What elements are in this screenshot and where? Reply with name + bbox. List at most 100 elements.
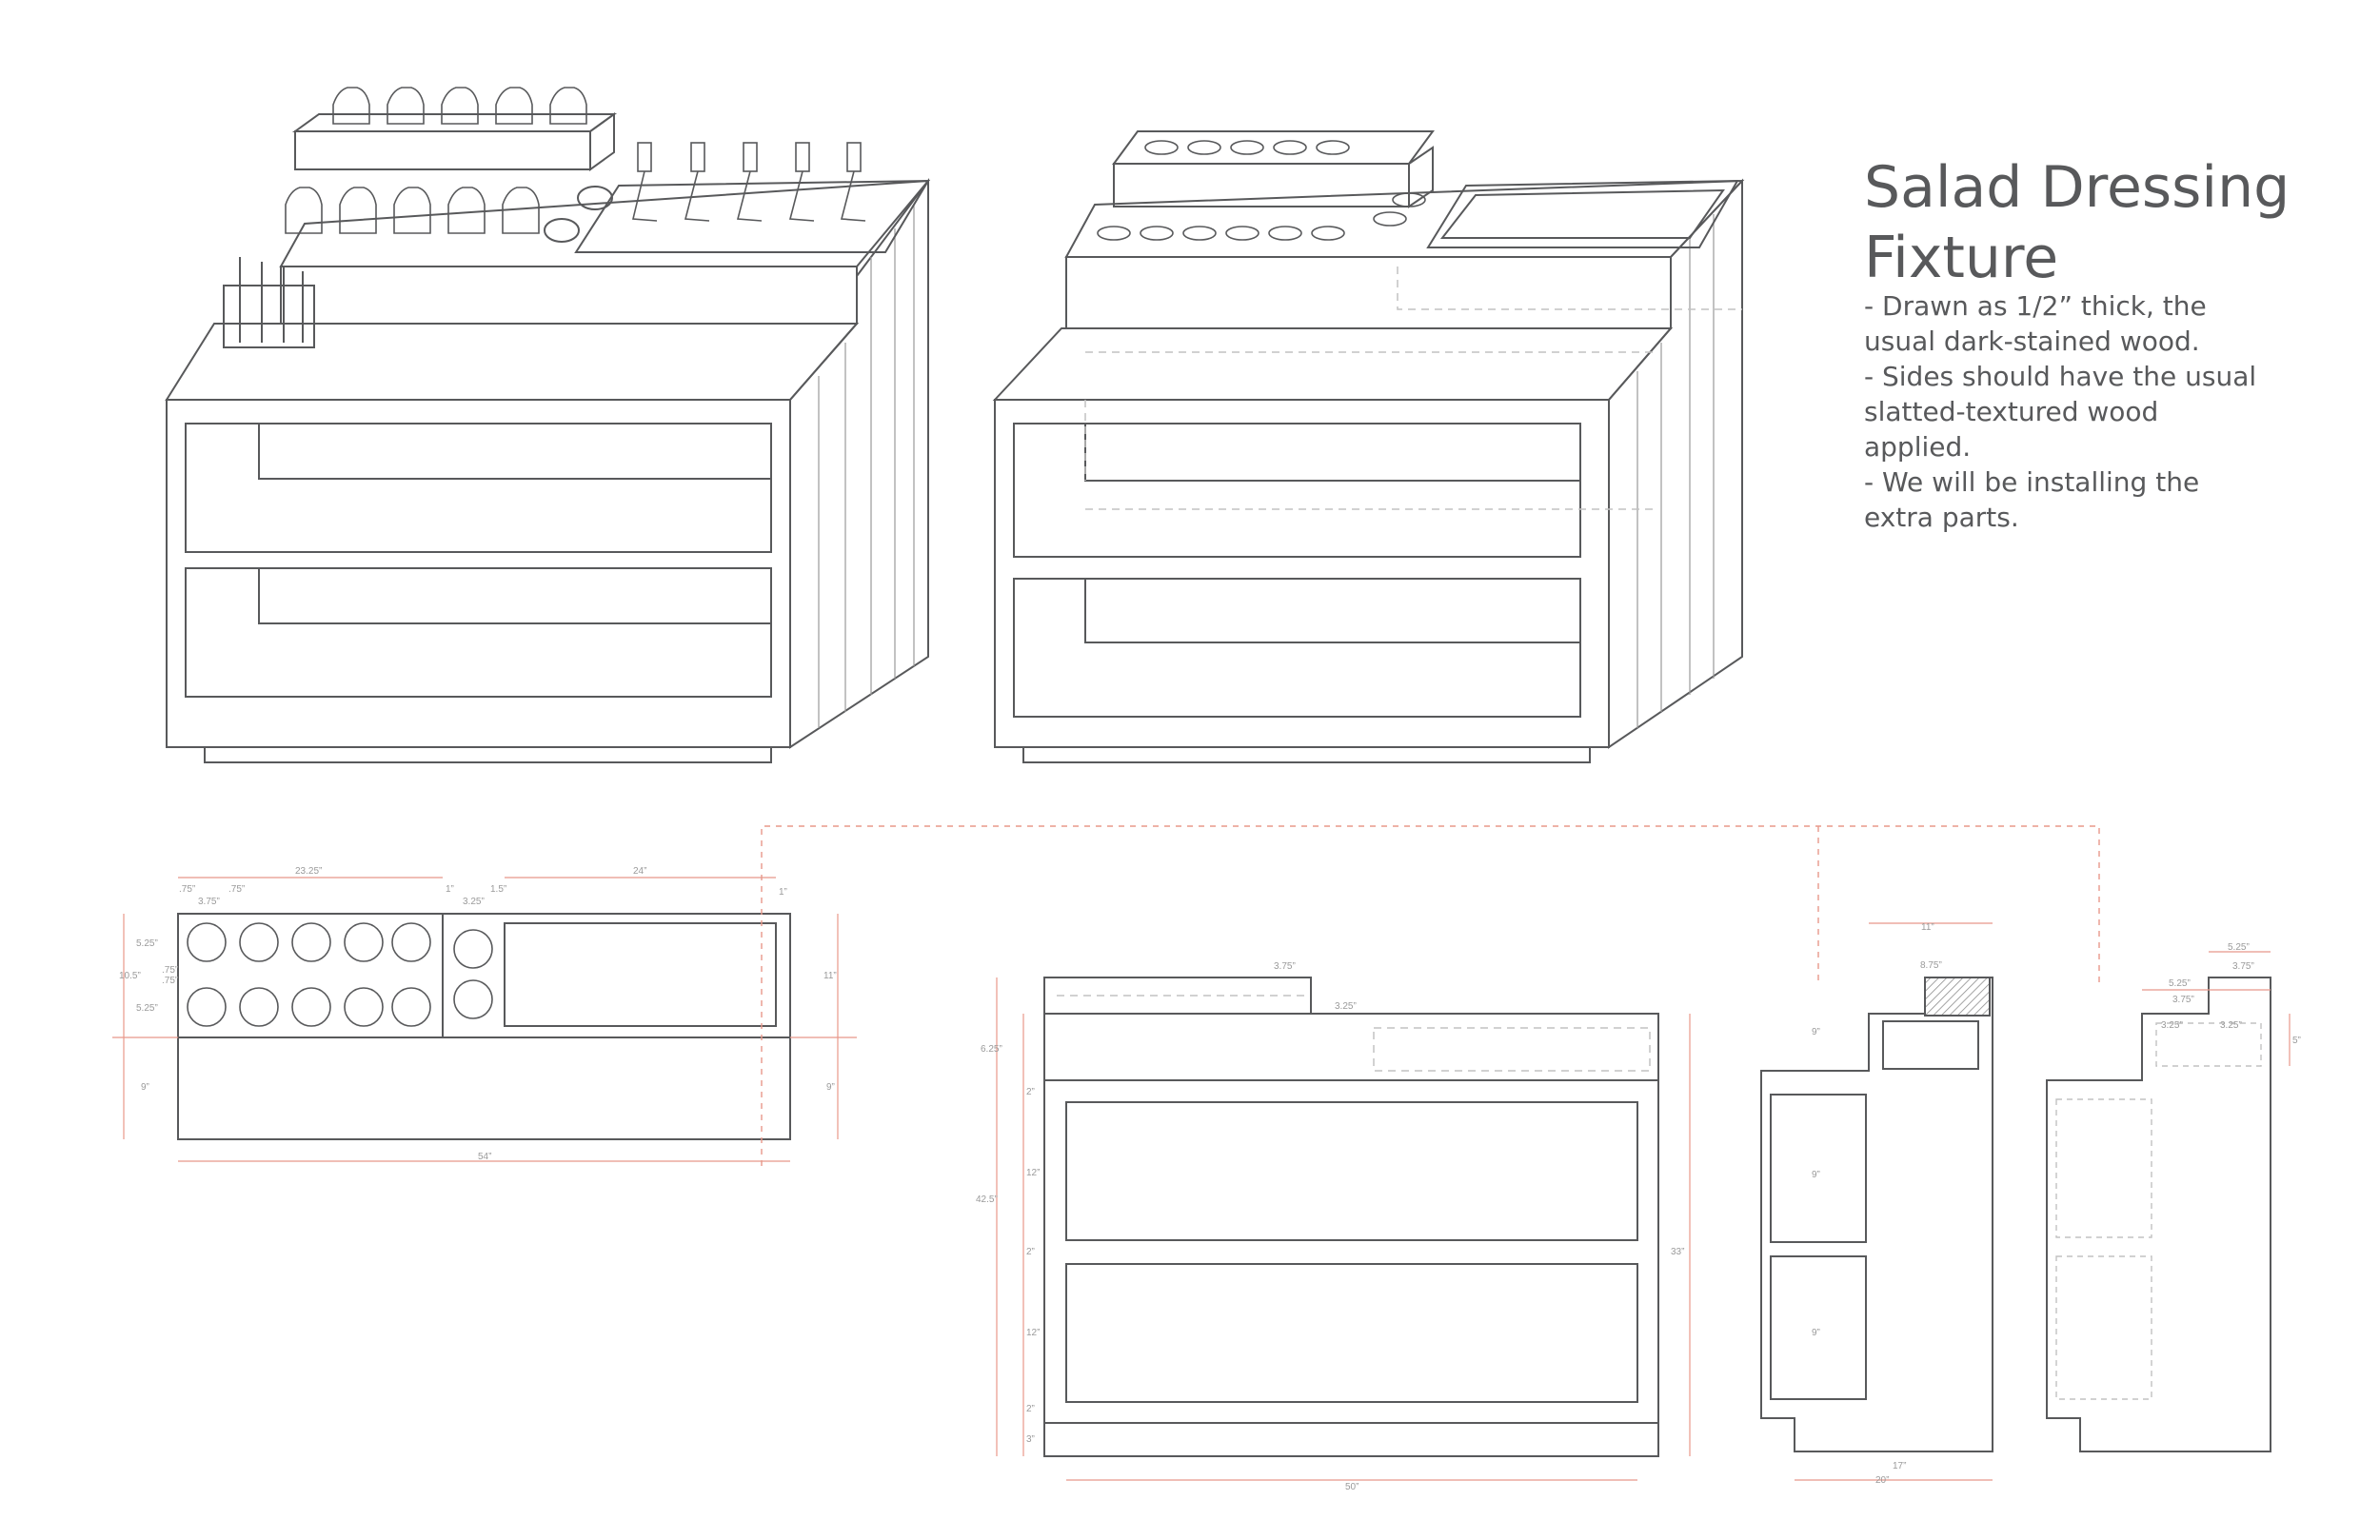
side-panel: [1608, 178, 1743, 749]
section-shelf-lower: [1770, 1255, 1867, 1400]
dim-label: 17”: [1893, 1461, 1906, 1471]
dim-label: .75”: [179, 884, 195, 895]
plinth: [1022, 746, 1591, 763]
holes-lower: [1097, 192, 1426, 241]
dim-label: 1”: [446, 884, 454, 895]
note-line: usual dark-stained wood.: [1864, 326, 2200, 357]
dim-label: 11”: [823, 971, 837, 981]
upper-block: [1113, 163, 1410, 207]
plan-holes: [187, 922, 493, 1027]
note-line: slatted-textured wood: [1864, 396, 2159, 427]
dim-label: 3”: [1026, 1434, 1035, 1445]
plinth: [204, 746, 772, 763]
dim-label: 9”: [1812, 1170, 1820, 1180]
pump-tray: [574, 179, 930, 253]
note-line: - Drawn as 1/2” thick, the: [1864, 290, 2207, 322]
upper-block-top: [1112, 130, 1435, 165]
dimension-labels: 23.25” 24” .75” .75” 3.75” 1” 1.5” 3.25”…: [119, 866, 2301, 1492]
shelf-front-upper: [1065, 1101, 1638, 1241]
dim-label: 12”: [1026, 1168, 1040, 1178]
side-slats: [1636, 214, 1715, 728]
dim-label: 5.25”: [136, 938, 158, 949]
shelf-inner-upper: [258, 424, 771, 480]
dim-label: 50”: [1345, 1482, 1359, 1492]
plan-view: [112, 877, 857, 1162]
dim-label: .75”: [162, 965, 178, 976]
dim-label: 54”: [478, 1152, 491, 1162]
shelf-opening-lower: [1013, 578, 1581, 718]
dim-label: 9”: [1812, 1027, 1820, 1037]
drawing-title: Salad Dressing Fixture: [1864, 152, 2359, 293]
back-riser: [280, 266, 858, 325]
dim-label: 5.25”: [2169, 978, 2191, 989]
section-block: [1924, 977, 1991, 1017]
dim-label: 2”: [1026, 1404, 1035, 1414]
bottle-block: [294, 130, 591, 170]
utensil-holder: [223, 285, 315, 348]
dim-label: .75”: [162, 976, 178, 986]
front-dim-lines: [996, 977, 1691, 1481]
elevation-dim-lines: [2142, 951, 2291, 1066]
riser-top: [1064, 179, 1745, 258]
dim-label: 5.25”: [136, 1003, 158, 1014]
dim-label: 3.75”: [2232, 961, 2254, 972]
dim-label: 12”: [1026, 1328, 1040, 1338]
shelf-opening-upper: [185, 423, 772, 553]
drawing-notes: - Drawn as 1/2” thick, the usual dark-st…: [1864, 288, 2359, 535]
side-slats: [818, 205, 915, 728]
title-line-1: Salad Dressing: [1864, 154, 2291, 221]
dim-label: 24”: [633, 866, 646, 877]
dim-label: 3.25”: [1335, 1001, 1357, 1012]
tray-well: [504, 922, 777, 1027]
back-riser: [1065, 256, 1672, 329]
bottles-back-row: [332, 87, 587, 125]
dim-label: 2”: [1026, 1087, 1035, 1097]
dim-label: 1”: [779, 887, 787, 898]
shelf-inner-lower: [1084, 579, 1580, 643]
front-elevation: [996, 977, 1691, 1481]
bottles-front-row: [285, 187, 540, 234]
plan-outline: [177, 913, 791, 1140]
bottle-block-top: [291, 113, 618, 132]
side-section: [1760, 922, 1993, 1481]
counter-top: [992, 327, 1674, 401]
dim-label: 3.25”: [2220, 1020, 2242, 1031]
shelf-inner-upper: [1084, 424, 1580, 482]
section-dim-lines: [1795, 922, 1993, 1481]
dim-label: 23.25”: [295, 866, 322, 877]
knob: [577, 186, 613, 210]
note-line: - We will be installing the: [1864, 466, 2200, 498]
shelf-front-lower: [1065, 1263, 1638, 1403]
elevation-outline: [2046, 977, 2271, 1452]
iso-view-with-dispensers: [165, 87, 931, 763]
reference-lines: [761, 825, 2100, 1166]
hidden-lines: [1084, 267, 1742, 510]
side-elevation: [2046, 951, 2291, 1452]
riser-top: [279, 179, 931, 267]
dim-label: 33”: [1671, 1247, 1684, 1257]
counter-top: [165, 323, 860, 401]
shelf-opening-upper: [1013, 423, 1581, 558]
dim-label: 8.75”: [1920, 960, 1942, 971]
dim-label: 6.25”: [981, 1044, 1002, 1055]
iso-view-empty: [992, 130, 1745, 763]
dim-label: 5”: [2292, 1036, 2301, 1046]
dim-label: 9”: [141, 1082, 149, 1093]
dim-label: 3.25”: [2161, 1020, 2183, 1031]
dim-label: 20”: [1875, 1475, 1889, 1486]
holes-top: [1144, 140, 1350, 155]
plan-dim-lines: [112, 877, 857, 1162]
body-outline: [1043, 1013, 1659, 1457]
dim-label: 3.75”: [2172, 995, 2194, 1005]
dim-label: 3.75”: [1274, 961, 1296, 972]
dim-label: 5.25”: [2228, 942, 2250, 953]
front-face: [994, 399, 1610, 748]
pumps: [632, 142, 866, 222]
knob: [544, 218, 580, 243]
shelf-opening-lower: [185, 567, 772, 698]
dim-label: 11”: [1921, 922, 1934, 933]
dim-label: .75”: [228, 884, 245, 895]
dim-label: 10.5”: [119, 971, 141, 981]
note-line: - Sides should have the usual: [1864, 361, 2257, 392]
